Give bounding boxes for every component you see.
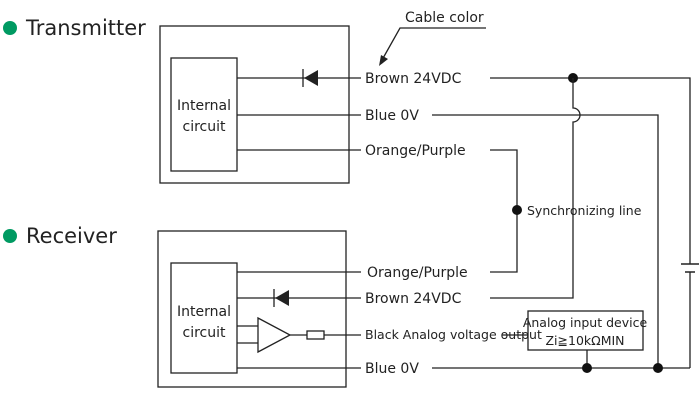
battery-icon [681, 263, 699, 273]
cable-color-leader [381, 27, 486, 61]
junction-dot [653, 363, 663, 373]
blue-transmitter-wire [432, 114, 659, 368]
transmitter-internal-label-1: Internal [177, 98, 231, 114]
resistor-icon [306, 330, 325, 340]
brown-receiver-wire [490, 78, 581, 299]
receiver-enclosure [157, 230, 347, 388]
cable-color-label: Cable color [405, 10, 484, 26]
transmitter-internal-circuit [170, 57, 238, 172]
receiver-internal-label-1: Internal [177, 304, 231, 320]
sync-junction-dot [512, 205, 522, 215]
transmitter-bullet-icon [3, 21, 17, 35]
transmitter-wire-orange-label: Orange/Purple [365, 143, 466, 159]
transmitter-enclosure [159, 25, 350, 184]
receiver-diode-icon [275, 290, 289, 306]
amp-inputs [237, 325, 258, 344]
transmitter-title: Transmitter [25, 16, 146, 40]
sync-line-label: Synchronizing line [527, 203, 642, 218]
analog-device-label-1: Analog input device [523, 315, 648, 330]
receiver-title: Receiver [26, 224, 117, 248]
junction-dot [582, 363, 592, 373]
receiver-internal-label-2: circuit [183, 325, 226, 341]
receiver-bullet-icon [3, 229, 17, 243]
analog-device-label-2: Zi≧10kΩMIN [545, 333, 624, 348]
diode-icon [304, 70, 318, 86]
analog-input-device [527, 310, 644, 351]
receiver-internal-circuit [170, 262, 238, 374]
transmitter-wire-brown-label: Brown 24VDC [365, 71, 462, 87]
transmitter-wire-blue-label: Blue 0V [365, 108, 419, 124]
transmitter-internal-label-2: circuit [183, 119, 226, 135]
receiver-wire-blue-label: Blue 0V [365, 361, 419, 377]
receiver-wire-brown-label: Brown 24VDC [365, 291, 462, 307]
arrow-head-icon [379, 55, 388, 66]
receiver-wire-black-label: Black Analog voltage output [365, 327, 542, 342]
receiver-wire-orange-label: Orange/Purple [367, 265, 468, 281]
amplifier-icon [257, 316, 292, 354]
brown-supply-wire [490, 77, 691, 368]
